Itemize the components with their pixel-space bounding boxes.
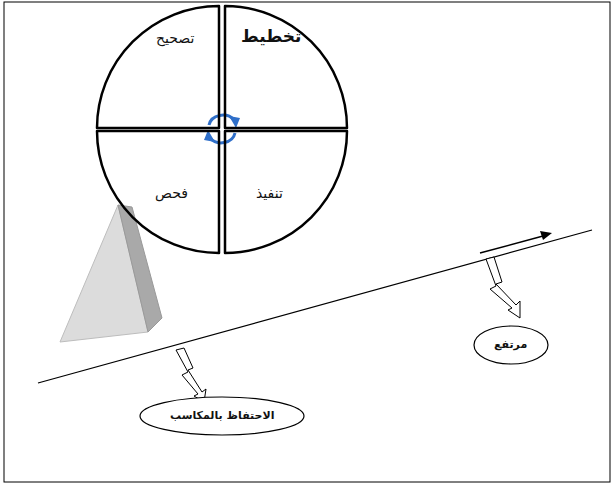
quadrant-outline	[225, 131, 347, 253]
direction-arrowhead	[540, 231, 552, 240]
quadrant-shape	[225, 6, 347, 128]
direction-arrow	[480, 236, 543, 253]
quadrant-shape	[97, 6, 219, 128]
callout-ellipse: الاحتفاظ بالمكاسب	[139, 396, 305, 436]
cycle-quadrant: تخطيط	[225, 6, 347, 128]
cycle-quadrant: فحص	[97, 131, 219, 253]
ellipse-shape	[474, 326, 548, 364]
stage-label: فحص	[155, 185, 188, 202]
cycle-quadrant: تنفيذ	[225, 131, 347, 253]
bolt-leader	[176, 348, 206, 402]
callout-text: مرتفع	[494, 338, 527, 351]
cycle-arrowhead	[229, 116, 240, 128]
bolt-leader	[486, 257, 520, 318]
quadrant-shape	[225, 131, 347, 253]
stage-label: تنفيذ	[256, 185, 283, 202]
callout-ellipse: مرتفع	[473, 325, 549, 365]
quadrant-outline	[97, 6, 219, 128]
frame	[4, 2, 610, 482]
quadrant-shape	[97, 131, 219, 253]
callout-text: الاحتفاظ بالمكاسب	[170, 409, 274, 422]
ellipse-shape	[140, 397, 304, 435]
quadrant-outline	[225, 6, 347, 128]
stage-label: تخطيط	[241, 26, 301, 46]
cycle-quadrant: تصحيح	[97, 6, 219, 128]
incline-line	[38, 230, 592, 383]
stage-label: تصحيح	[156, 30, 194, 47]
